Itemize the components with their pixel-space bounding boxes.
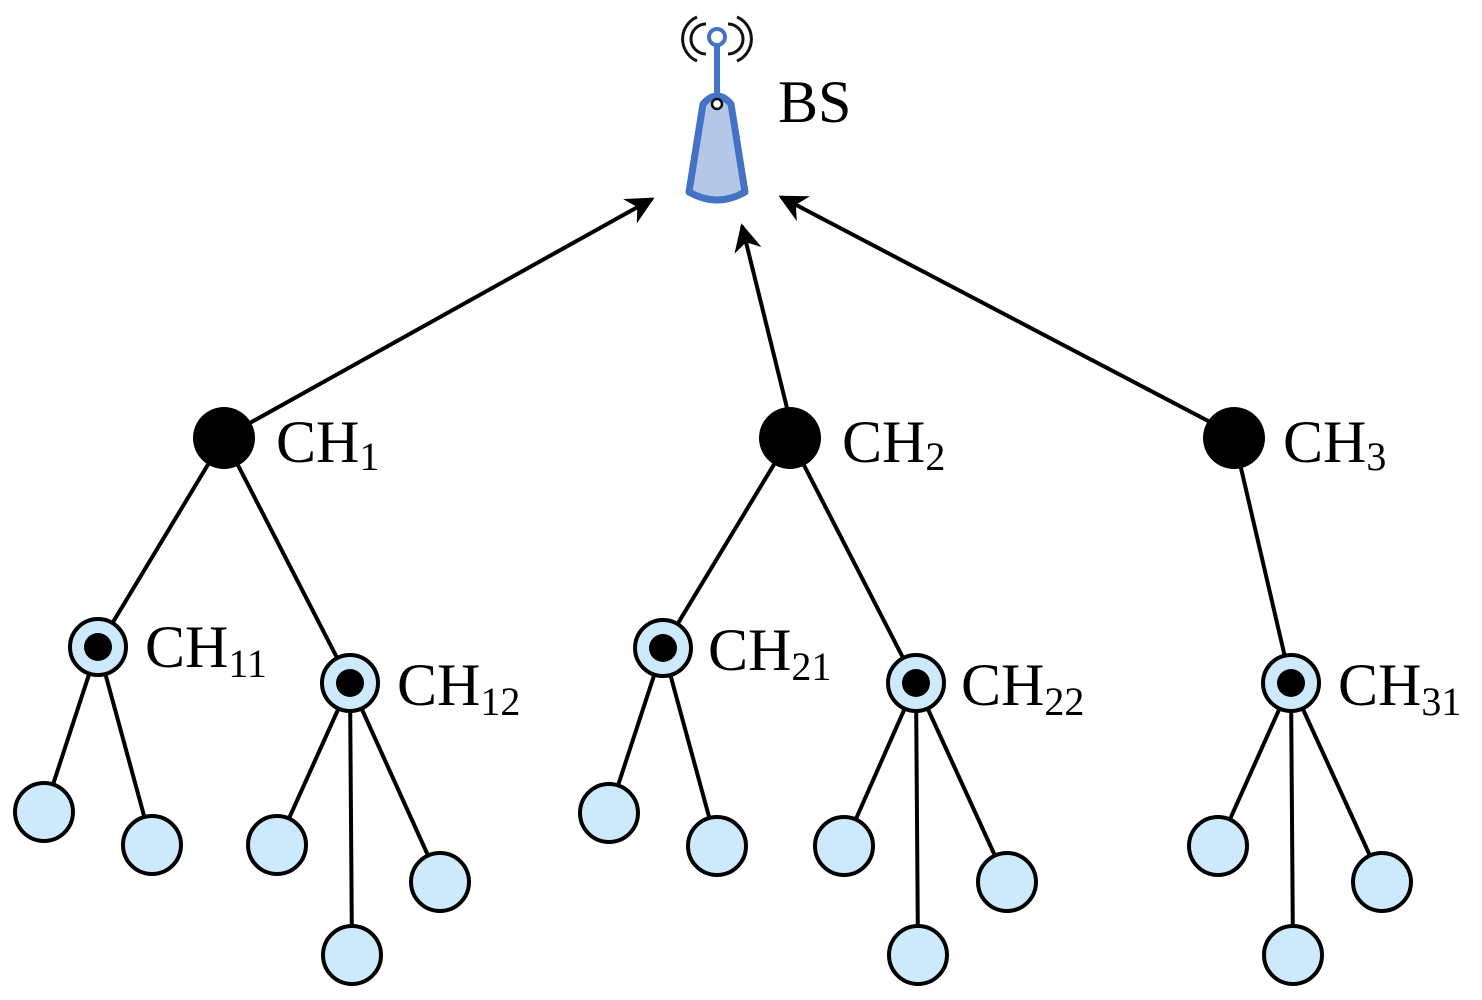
cluster-head-node-ch1: [193, 407, 255, 469]
edge-ch2-ch21: [661, 436, 792, 650]
cluster-head-node-ch3: [1203, 407, 1265, 469]
edge-ch11-member: [96, 646, 154, 846]
edge-ch22-member: [914, 682, 920, 956]
member-node: [321, 924, 383, 986]
edge-ch21-member: [661, 647, 719, 847]
member-node: [813, 815, 875, 877]
ch22-label: CH22: [961, 652, 1084, 724]
edge-ch12-member: [348, 682, 354, 956]
member-node: [13, 781, 75, 843]
member-node: [578, 782, 640, 844]
sub-cluster-head-node-ch22: [886, 653, 946, 713]
ch11-label: CH11: [145, 614, 267, 686]
base-station: BS: [681, 15, 851, 204]
sub-cluster-head-node-ch12: [320, 653, 380, 713]
cluster-heads: [193, 407, 1265, 469]
member-node: [1187, 815, 1249, 877]
edge-ch31-member: [1289, 682, 1295, 956]
ch2-label: CH2: [842, 409, 945, 479]
edge-ch3-ch31: [1232, 437, 1293, 684]
member-node: [1351, 851, 1413, 913]
ch12-label: CH12: [397, 652, 520, 724]
cluster-head-node-ch2: [759, 407, 821, 469]
edge-ch22-member: [914, 682, 1009, 883]
edge-ch2-ch22: [788, 437, 918, 684]
member-nodes: [13, 781, 1413, 986]
ch1-label: CH1: [276, 409, 379, 479]
ch31-label: CH31: [1338, 652, 1461, 724]
ch3-label: CH3: [1283, 409, 1386, 479]
member-node: [246, 814, 308, 876]
uplink-arrow-ch2: [734, 223, 789, 409]
antenna-tower-icon: [681, 15, 753, 204]
sub-cluster-head-node-ch11: [68, 617, 128, 677]
member-node: [409, 851, 471, 913]
edge-ch1-ch11: [96, 436, 226, 649]
member-node: [1262, 924, 1324, 986]
member-node: [887, 924, 949, 986]
member-node: [976, 851, 1038, 913]
sub-cluster-head-node-ch21: [633, 618, 693, 678]
bs-label: BS: [778, 69, 851, 135]
tree-edges: [42, 436, 1384, 956]
member-node: [686, 815, 748, 877]
uplink-arrow-ch3: [778, 195, 1213, 425]
uplink-arrow-ch1: [247, 197, 655, 426]
member-node: [121, 814, 183, 876]
sub-cluster-heads: [68, 617, 1321, 713]
ch21-label: CH21: [708, 617, 831, 689]
sub-cluster-head-node-ch31: [1261, 653, 1321, 713]
edge-ch31-member: [1289, 682, 1384, 883]
edge-ch1-ch12: [222, 437, 352, 684]
edge-ch12-member: [348, 682, 442, 883]
